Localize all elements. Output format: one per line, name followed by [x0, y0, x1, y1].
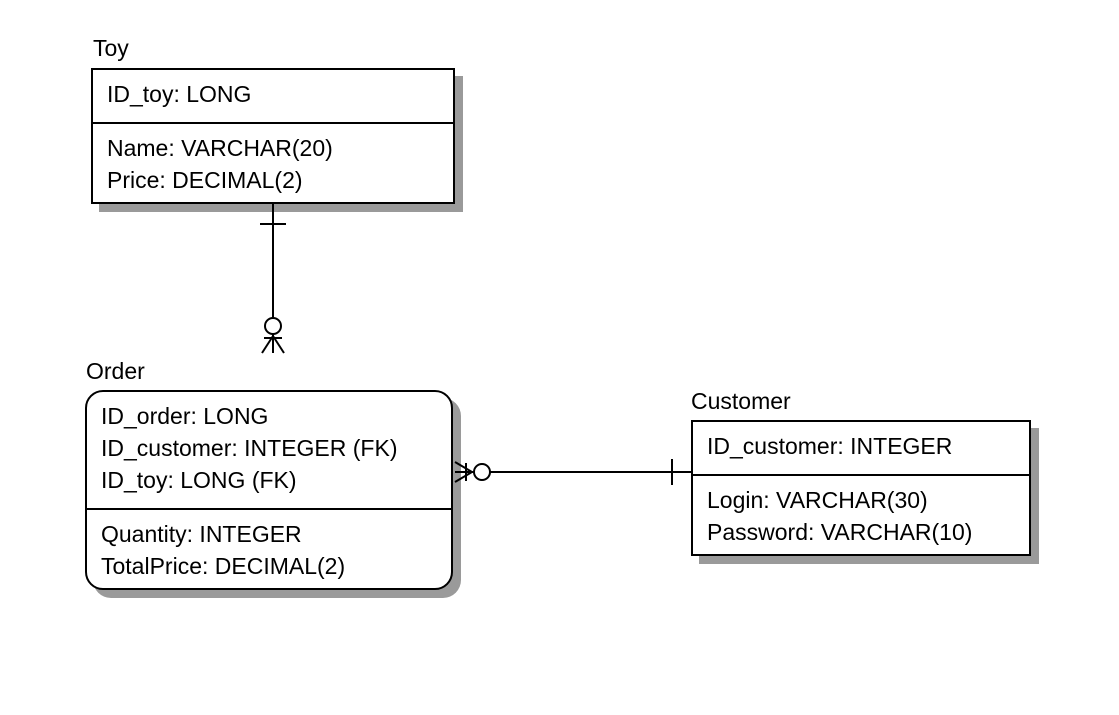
order-attr-totalprice: TotalPrice: DECIMAL(2)	[101, 553, 346, 579]
order-entity[interactable]: ID_order: LONG ID_customer: INTEGER (FK)…	[85, 390, 453, 590]
toy-entity[interactable]: ID_toy: LONG Name: VARCHAR(20) Price: DE…	[91, 68, 455, 204]
cardinality-zero-circle-order-customer	[473, 463, 491, 481]
customer-key-id-customer: ID_customer: INTEGER	[707, 433, 953, 459]
toy-key-id-toy: ID_toy: LONG	[107, 81, 252, 107]
order-key-section: ID_order: LONG ID_customer: INTEGER (FK)…	[87, 392, 451, 510]
toy-attribute-section: Name: VARCHAR(20) Price: DECIMAL(2)	[93, 124, 453, 202]
toy-entity-title: Toy	[93, 35, 129, 61]
order-entity-title: Order	[86, 358, 145, 384]
customer-key-section: ID_customer: INTEGER	[693, 422, 1029, 476]
order-key-id-toy: ID_toy: LONG (FK)	[101, 467, 297, 493]
customer-entity-title: Customer	[691, 388, 791, 414]
toy-attr-name: Name: VARCHAR(20)	[107, 135, 333, 161]
customer-attribute-section: Login: VARCHAR(30) Password: VARCHAR(10)	[693, 476, 1029, 554]
customer-attr-login: Login: VARCHAR(30)	[707, 487, 928, 513]
order-key-id-order: ID_order: LONG	[101, 403, 269, 429]
crowfoot-bottom-order-customer	[454, 471, 473, 483]
relationship-toy-order[interactable]	[260, 204, 286, 354]
order-attribute-section: Quantity: INTEGER TotalPrice: DECIMAL(2)	[87, 510, 451, 588]
relationship-customer-order[interactable]	[454, 459, 691, 485]
order-key-id-customer: ID_customer: INTEGER (FK)	[101, 435, 398, 461]
customer-entity[interactable]: ID_customer: INTEGER Login: VARCHAR(30) …	[691, 420, 1031, 556]
cardinality-zero-circle-order-toy	[264, 317, 282, 335]
toy-key-section: ID_toy: LONG	[93, 70, 453, 124]
toy-attr-price: Price: DECIMAL(2)	[107, 167, 303, 193]
crowfoot-top-order-customer	[454, 461, 473, 473]
customer-attr-password: Password: VARCHAR(10)	[707, 519, 973, 545]
order-attr-quantity: Quantity: INTEGER	[101, 521, 302, 547]
